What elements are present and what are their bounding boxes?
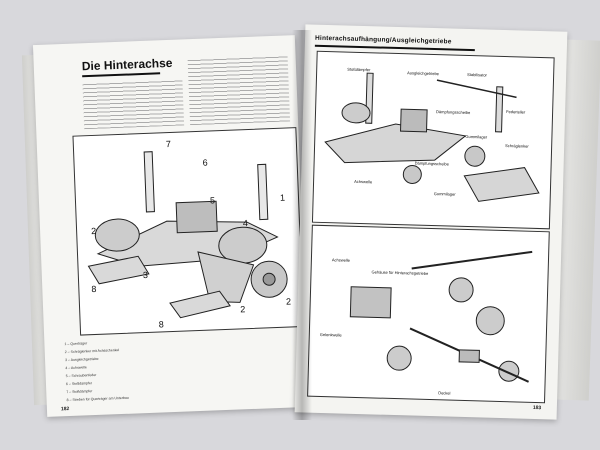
- callout-4: 4: [243, 218, 248, 228]
- rear-axle-drawing: 7 6 2 5 4 3 8 2 8 1 2: [87, 139, 291, 330]
- stabilizer-bar: [436, 79, 517, 99]
- intro-text-right-column: [187, 55, 291, 126]
- shock-absorber-right: [257, 163, 269, 221]
- callout-2-right: 2: [286, 296, 291, 306]
- legend-item: 1 – Querträger: [64, 341, 88, 347]
- left-page-number: 182: [60, 406, 70, 413]
- seal: [458, 349, 480, 363]
- callout-3: 3: [143, 270, 148, 280]
- bearing-1: [448, 277, 474, 303]
- shock-absorber-left: [143, 151, 155, 213]
- callout-2-bottom: 2: [240, 304, 245, 314]
- hub-center: [262, 272, 276, 286]
- legend-item: 4 – Achswelle: [65, 365, 87, 371]
- damping-disc: [402, 164, 422, 184]
- callout-1: 1: [280, 193, 285, 203]
- trailing-arm-right: [463, 167, 540, 202]
- right-page: Hinterachsaufhängung/Ausgleichgetriebe S…: [294, 24, 568, 420]
- spring-seat: [464, 145, 486, 167]
- spring-left: [341, 102, 371, 124]
- label-damping-disc-2: Dämpfungsscheibe: [415, 161, 450, 167]
- label-spring-seat: Federteller: [506, 109, 526, 115]
- axle-shaft: [411, 250, 533, 270]
- label-shock-absorber: Stoßdämpfer: [347, 67, 371, 73]
- heading-underline: [314, 44, 475, 51]
- trailing-arm: [197, 251, 255, 303]
- label-rubber-mount: Gummilager: [465, 134, 488, 140]
- legend-item: 8 – Streben für Querträger am Unterbau: [66, 395, 129, 403]
- label-differential: Ausgleichgetriebe: [407, 70, 440, 76]
- differential-housing: [175, 200, 218, 234]
- callout-7-top: 7: [166, 139, 171, 149]
- label-damping-disc: Dämpfungsscheibe: [436, 109, 471, 115]
- left-page: Die Hinterachse: [32, 35, 310, 417]
- legend-item: 3 – Ausgleichgetriebe: [64, 356, 99, 363]
- label-trailing-arm: Schräglenker: [505, 143, 529, 149]
- legend-item: 6 – Stoßdämpfer: [65, 381, 93, 387]
- legend-item: 5 – Schraubenfeder: [65, 372, 97, 379]
- label-drive-shaft: Gelenkwelle: [320, 332, 343, 338]
- label-cover: Deckel: [438, 390, 450, 395]
- trailing-arm-left: [324, 123, 467, 164]
- differential-drawing: Achswelle Gehäuse für Hinterachsgetriebe…: [320, 250, 533, 396]
- legend-item: 2 – Schräglenker mit Achsschenkel: [64, 348, 120, 355]
- strut-bottom: [169, 290, 231, 319]
- label-rubber-mount-2: Gummilager: [434, 191, 457, 197]
- callout-5: 5: [210, 195, 215, 205]
- callout-2-left: 2: [91, 226, 96, 236]
- rear-axle-illustration: 7 6 2 5 4 3 8 2 8 1 2: [72, 127, 304, 336]
- legend-item: 7 – Stoßdämpfer: [66, 389, 93, 395]
- heading-underline: [82, 72, 161, 78]
- left-page-heading: Die Hinterachse: [81, 55, 173, 74]
- intro-text-left-column: [82, 79, 185, 130]
- differential-case: [349, 286, 392, 319]
- differential-exploded-view: Achswelle Gehäuse für Hinterachsgetriebe…: [307, 224, 550, 404]
- book-gutter: [292, 30, 312, 420]
- coil-spring-left: [94, 218, 140, 252]
- bearing-2: [475, 306, 505, 336]
- callout-8-bottom: 8: [159, 319, 164, 329]
- right-page-heading: Hinterachsaufhängung/Ausgleichgetriebe: [314, 34, 452, 46]
- callout-8-left: 8: [91, 284, 96, 294]
- label-axle-shaft: Achswelle: [354, 179, 373, 185]
- shock-absorber-right: [495, 86, 504, 133]
- cover: [498, 360, 520, 382]
- label-axle-shaft: Achswelle: [332, 257, 351, 263]
- label-stabilizer: Stabilisator: [467, 72, 488, 78]
- differential: [400, 108, 428, 133]
- strut-left: [87, 255, 150, 285]
- suspension-drawing: Stoßdämpfer Ausgleichgetriebe Stabilisat…: [324, 67, 540, 202]
- suspension-exploded-view: Stoßdämpfer Ausgleichgetriebe Stabilisat…: [311, 50, 555, 230]
- flange: [386, 345, 412, 371]
- legend: 1 – Querträger 2 – Schräglenker mit Achs…: [33, 35, 295, 402]
- right-page-number: 183: [532, 404, 542, 412]
- label-housing: Gehäuse für Hinterachsgetriebe: [372, 269, 430, 276]
- callout-6: 6: [202, 158, 207, 168]
